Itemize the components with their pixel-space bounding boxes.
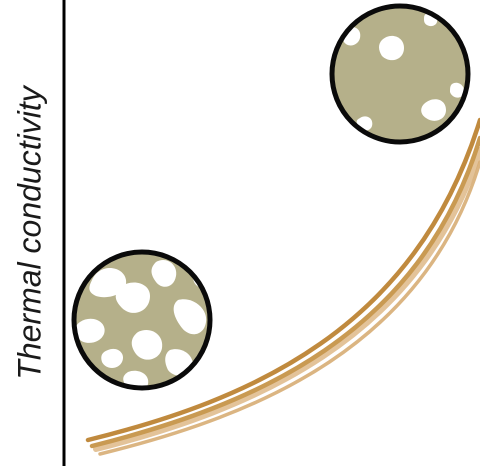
trend-curve-3: [98, 160, 480, 456]
particle-low-porosity: [329, 3, 471, 145]
trend-curve-light: [93, 147, 480, 452]
particle-high-porosity: [71, 249, 213, 391]
trend-curve-1: [85, 117, 480, 443]
trend-curves: [85, 117, 480, 456]
trend-curve-2: [89, 135, 480, 449]
